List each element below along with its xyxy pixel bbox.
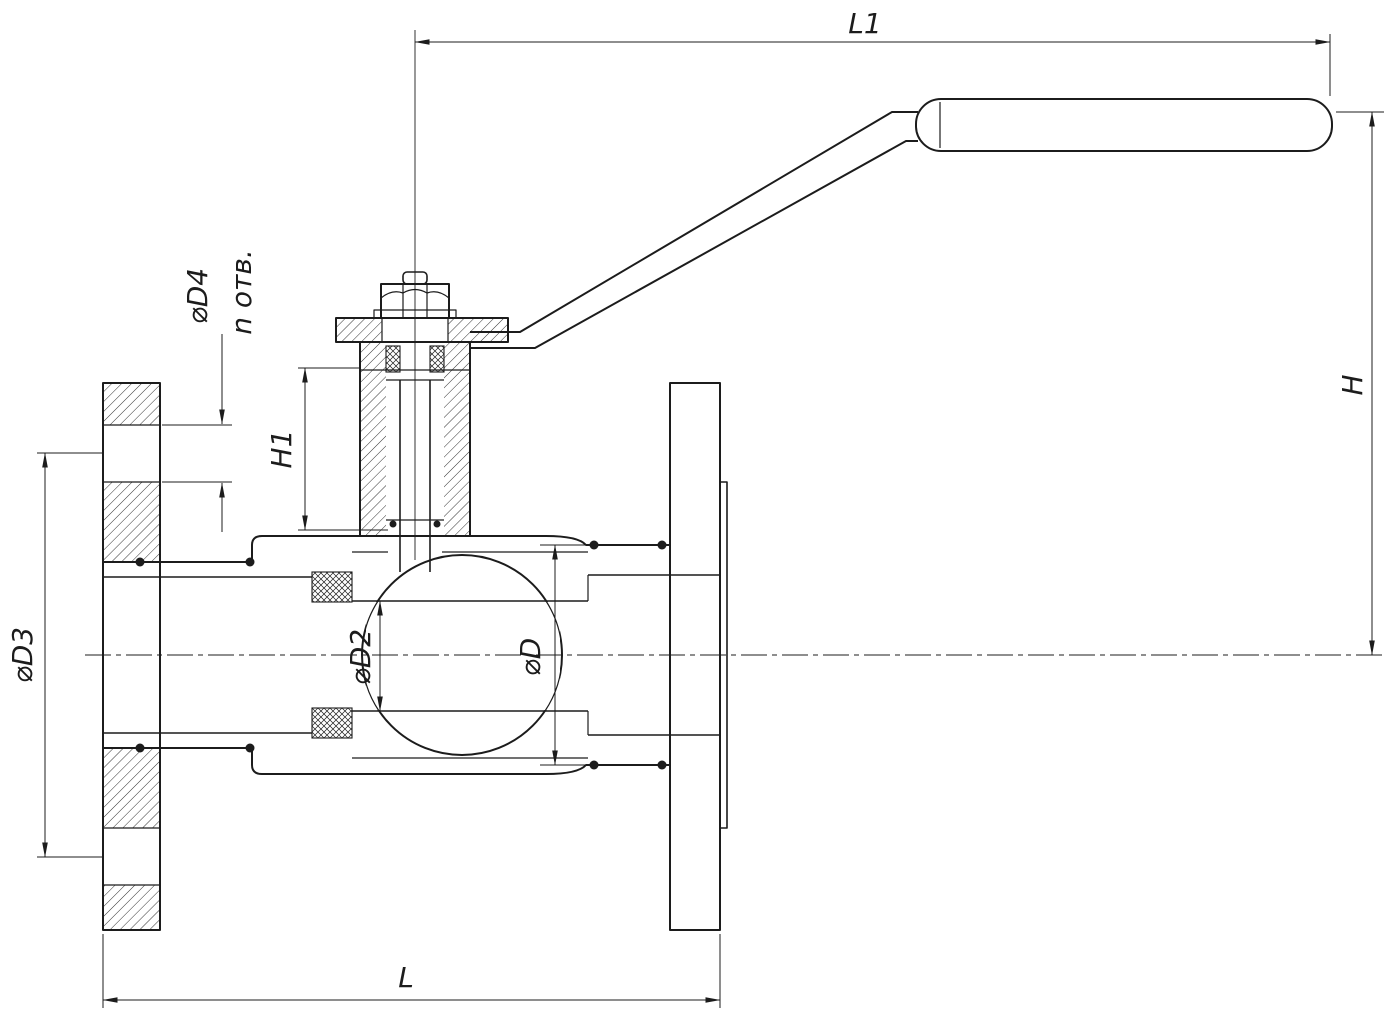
seat-rings — [311, 571, 353, 739]
dimension-l1: L1 — [414, 7, 1331, 96]
dim-label-holes: n отв. — [225, 249, 258, 335]
dimension-d4: ⌀D4 n отв. — [162, 249, 258, 532]
right-flange — [669, 382, 728, 931]
dimension-h1: H1 — [265, 367, 388, 531]
left-flange-hatching — [103, 383, 160, 930]
dim-label-d: ⌀D — [514, 638, 547, 676]
dim-label-l1: L1 — [848, 7, 881, 40]
dimension-d: ⌀D — [514, 544, 600, 766]
dimension-l: L — [102, 934, 721, 1008]
bonnet-hatching — [336, 318, 508, 536]
valve-body — [103, 535, 720, 775]
left-flange — [102, 382, 161, 931]
dim-label-h: H — [1336, 374, 1369, 395]
dim-label-d2: ⌀D2 — [344, 629, 377, 685]
dim-label-d4: ⌀D4 — [181, 268, 214, 324]
handle-grip — [915, 98, 1333, 152]
dimension-d3: ⌀D3 — [6, 452, 104, 858]
centerlines — [85, 30, 1385, 656]
ball — [352, 554, 588, 756]
handle-lever — [470, 98, 1333, 349]
dimension-h: H — [1336, 111, 1384, 656]
dim-label-l: L — [398, 961, 414, 994]
dim-label-h1: H1 — [265, 430, 298, 469]
dimension-d2: ⌀D2 — [344, 600, 383, 712]
dim-label-d3: ⌀D3 — [6, 627, 39, 683]
